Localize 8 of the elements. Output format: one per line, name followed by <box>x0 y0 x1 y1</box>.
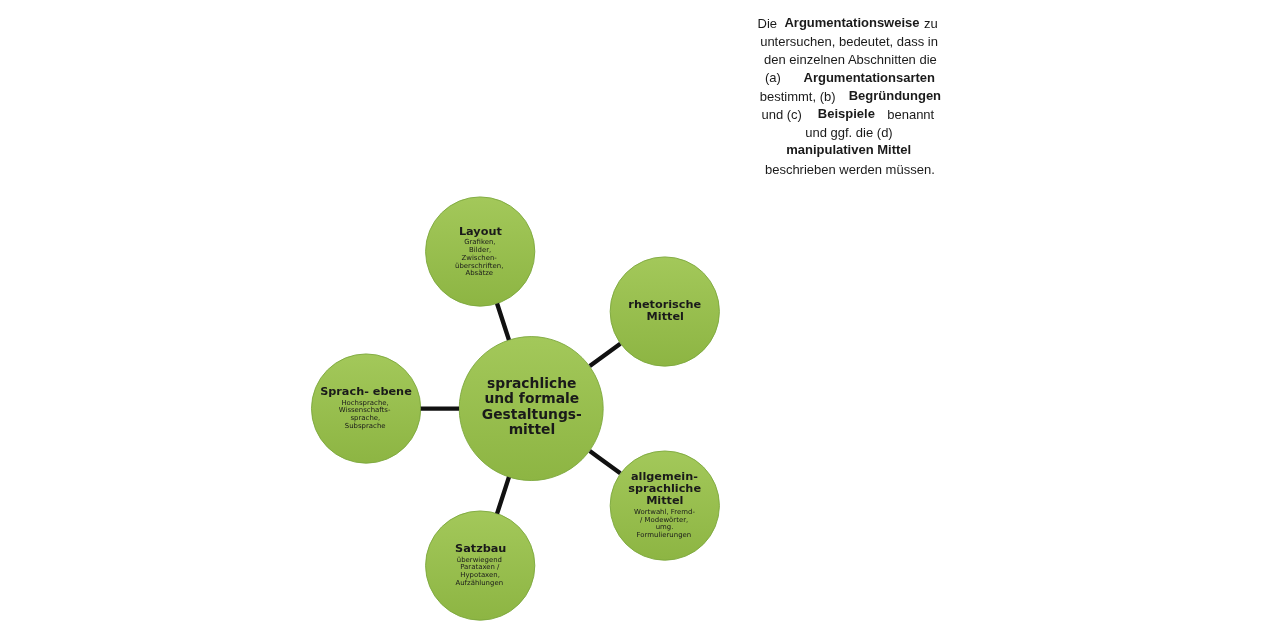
node-circle: rhetorische Mittel <box>609 256 720 367</box>
connector <box>495 476 511 515</box>
connector <box>420 406 460 411</box>
label: Die Argumentationsweise zu untersuchen, bedeutet, dass in den einzelnen Abschnitten die (a) Argumentationsarten bestimmt, (b) Begründungen und (c) Beispiele benannt und ggf. die (d) manipulativen Mittel beschrieben werden müssen. <box>757 14 942 177</box>
node-circle: sprachliche und formale Gestaltungs- mittel <box>458 336 604 481</box>
connector <box>588 449 622 476</box>
connector <box>588 342 622 368</box>
connector <box>495 302 511 341</box>
